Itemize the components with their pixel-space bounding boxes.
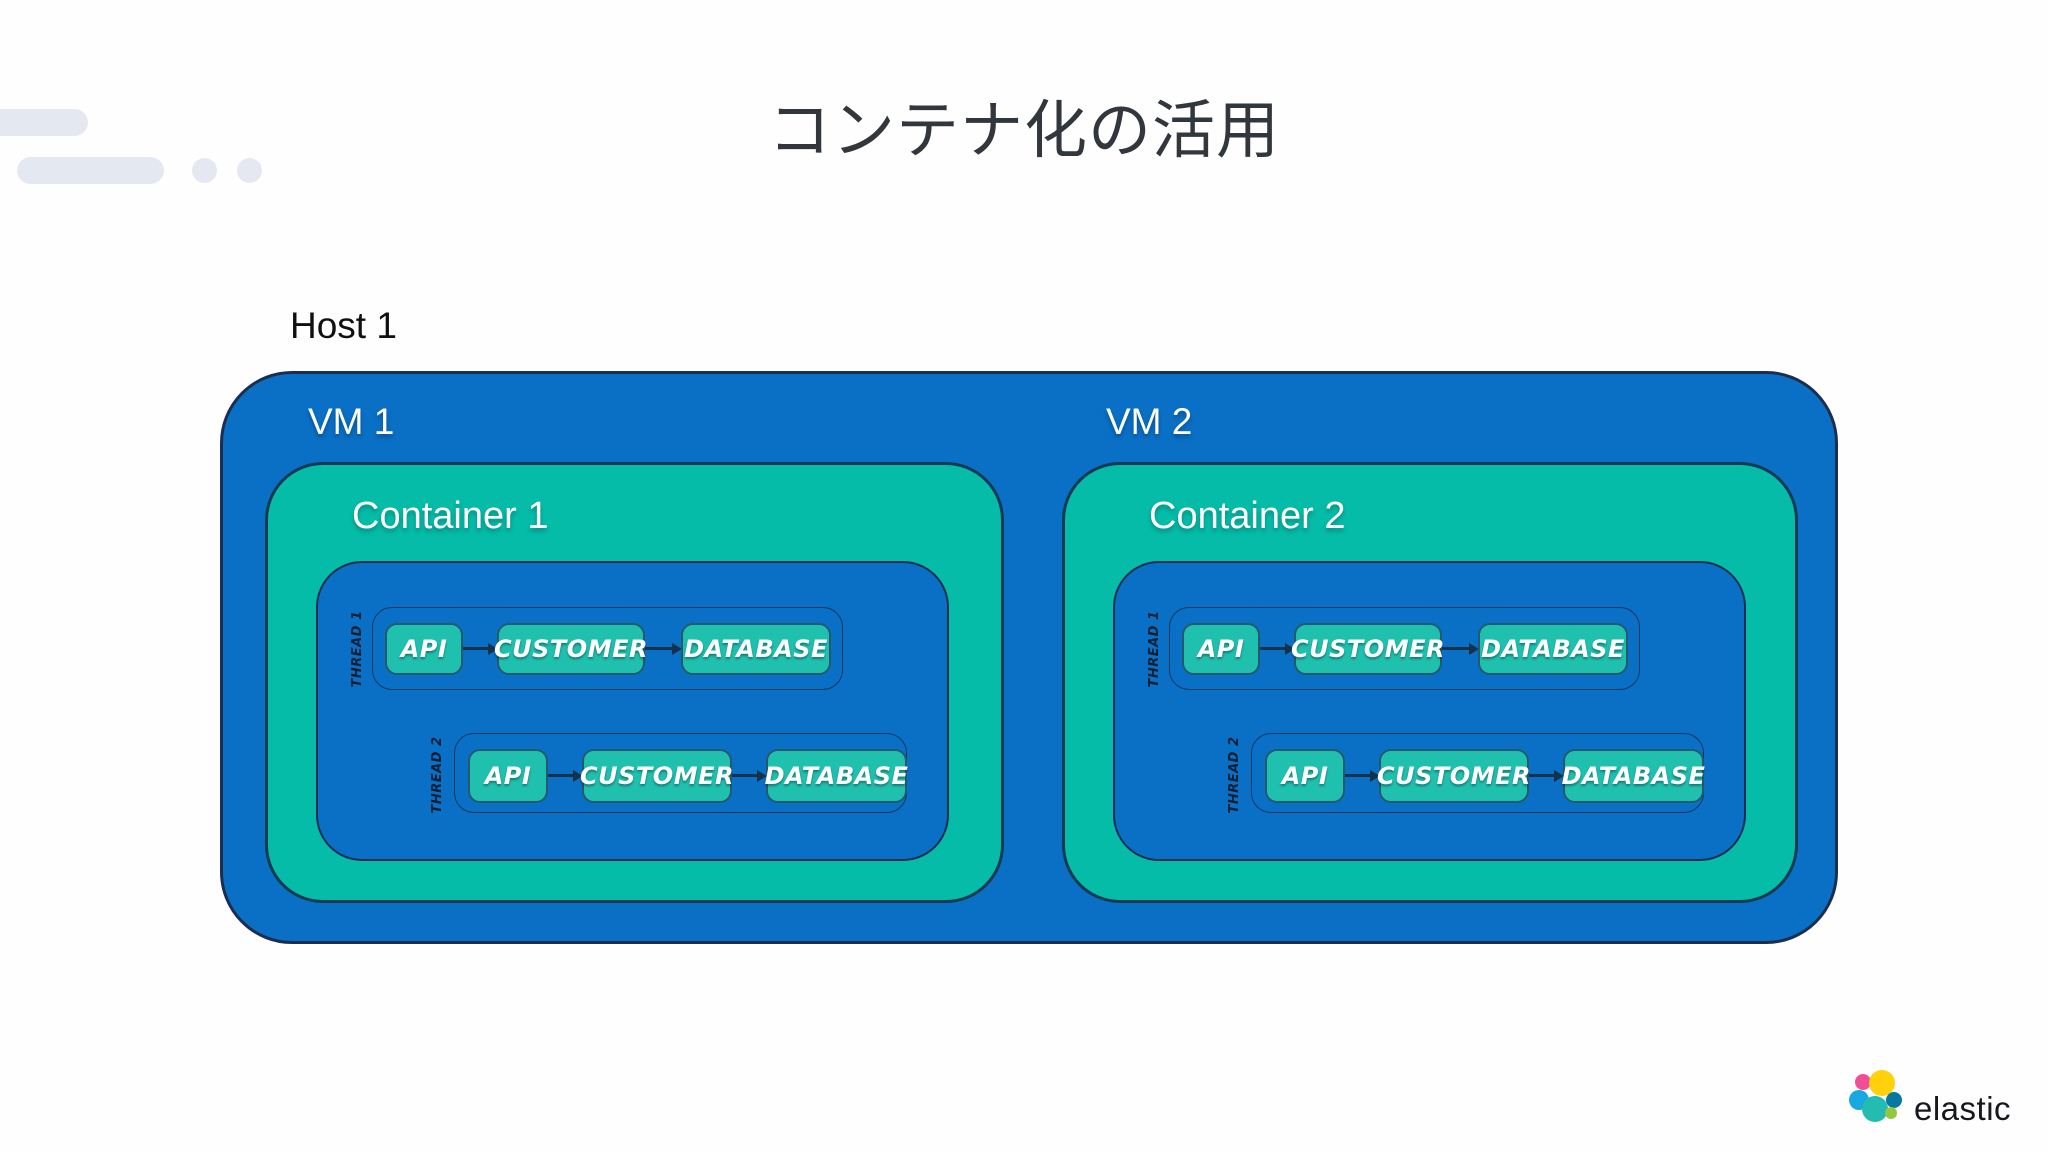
vm1-label: VM 1 xyxy=(308,401,395,442)
container2-box: Container 2 THREAD 1 API CUSTOMER DATABA… xyxy=(1062,462,1798,903)
flow-arrow-icon xyxy=(548,770,583,781)
container2-label: Container 2 xyxy=(1149,495,1346,537)
decorative-dot xyxy=(192,158,217,183)
flow-arrow-icon xyxy=(463,643,498,654)
customer-node: CUSTOMER xyxy=(1291,623,1444,675)
database-node: DATABASE xyxy=(765,749,908,803)
brand-name: elastic xyxy=(1914,1090,2012,1127)
thread1-group xyxy=(1169,607,1640,690)
customer-node: CUSTOMER xyxy=(1377,749,1530,803)
flow-arrow-icon xyxy=(1442,643,1479,654)
thread1-label: THREAD 1 xyxy=(350,610,365,688)
api-node: API xyxy=(1265,749,1345,803)
database-node: DATABASE xyxy=(1478,623,1628,675)
thread1-label: THREAD 1 xyxy=(1147,610,1162,688)
flow-arrow-icon xyxy=(732,770,767,781)
customer-node: CUSTOMER xyxy=(580,749,733,803)
host-label: Host 1 xyxy=(290,305,397,346)
api-node: API xyxy=(385,623,463,675)
thread2-label: THREAD 2 xyxy=(1227,736,1242,814)
flow-arrow-icon xyxy=(1260,643,1295,654)
api-node: API xyxy=(468,749,548,803)
elastic-logo-icon xyxy=(1849,1070,1902,1122)
api-node: API xyxy=(1182,623,1260,675)
flow-arrow-icon xyxy=(645,643,682,654)
container2-runtime-area: THREAD 1 API CUSTOMER DATABASE THREAD 2 … xyxy=(1113,561,1746,861)
slide-title: コンテナ化の活用 xyxy=(768,96,1280,166)
customer-node: CUSTOMER xyxy=(494,623,647,675)
flow-arrow-icon xyxy=(1345,770,1380,781)
decorative-bar xyxy=(17,157,164,184)
decorative-dot xyxy=(237,158,262,183)
decorative-bar xyxy=(0,109,88,136)
brand: elastic xyxy=(1848,1068,2011,1128)
flow-arrow-icon xyxy=(1529,770,1564,781)
thread2-label: THREAD 2 xyxy=(430,736,445,814)
database-node: DATABASE xyxy=(681,623,831,675)
thread1-group xyxy=(372,607,843,690)
container1-label: Container 1 xyxy=(352,495,549,537)
container1-box: Container 1 THREAD 1 API CUSTOMER DATABA… xyxy=(265,462,1004,903)
vm2-label: VM 2 xyxy=(1106,401,1193,442)
database-node: DATABASE xyxy=(1562,749,1705,803)
container1-runtime-area: THREAD 1 API CUSTOMER DATABASE THREAD 2 … xyxy=(316,561,949,861)
